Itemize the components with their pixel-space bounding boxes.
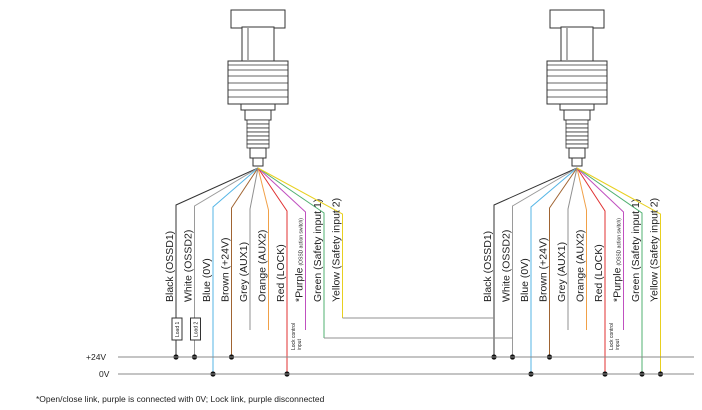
load-1-box (171, 317, 183, 341)
yellow-wire (257, 167, 343, 318)
cable-exit (571, 157, 583, 167)
zero-v-label: 0V (99, 369, 110, 379)
load-1: Load 1 (171, 317, 183, 341)
cable-gland (249, 147, 267, 159)
load-1-label: Load 1 (175, 321, 181, 337)
connector-thread (565, 131, 589, 137)
connector-thread (565, 123, 589, 129)
connector-thread (565, 135, 589, 141)
white-wire (194, 167, 259, 357)
sensor-body (227, 60, 289, 105)
right-safety-device: Black (OSSD1) White (OSSD2) Blue (0V) Brown… (482, 9, 664, 377)
connector-thread (565, 139, 589, 145)
left-safety-device: Black (OSSD1) White (OSSD2) Blue (0V) Brown… (164, 9, 343, 377)
connector-thread (246, 143, 270, 149)
purple-wire-sublabel: (OSSD action switch) (299, 218, 305, 266)
green-wire-label: Green (Safety input 1) (630, 199, 642, 302)
connector-nut (244, 109, 272, 121)
orange-wire-label: Orange (AUX2) (257, 230, 269, 302)
lock-control-note: input (297, 339, 303, 350)
connector-thread (246, 119, 270, 125)
green-wire (576, 167, 643, 374)
orange-wire (257, 167, 269, 330)
sensor-body (546, 60, 608, 105)
red-wire-label: Red (LOCK) (275, 244, 287, 302)
blue-wire (530, 167, 578, 374)
connector-flange (559, 103, 595, 111)
red-wire (576, 167, 606, 374)
footnote: *Open/close link, purple is connected wi… (36, 394, 325, 404)
connector-thread (565, 127, 589, 133)
black-wire (493, 167, 578, 357)
connector-thread (246, 131, 270, 137)
black-wire-label: Black (OSSD1) (164, 231, 176, 302)
brown-wire (231, 167, 259, 357)
load-2-label: Load 2 (194, 321, 200, 337)
green-wire-label: Green (Safety input 1) (312, 199, 324, 302)
grey-wire (249, 167, 259, 330)
orange-wire-label: Orange (AUX2) (575, 230, 587, 302)
black-wire-label: Black (OSSD1) (482, 231, 494, 302)
blue-wire (212, 167, 259, 374)
sensor-window (560, 26, 594, 62)
red-wire-label: Red (LOCK) (593, 244, 605, 302)
brown-wire-label: Brown (+24V) (538, 238, 550, 303)
load-2-box (190, 317, 201, 341)
orange-wire (576, 167, 587, 330)
sensor-window (241, 26, 275, 62)
grey-wire (567, 167, 578, 330)
cable-exit (252, 157, 264, 167)
yellow-wire-label: Yellow (Safety input 2) (649, 198, 661, 302)
black-wire (175, 167, 259, 357)
connector-thread (565, 143, 589, 149)
blue-wire-label: Blue (0V) (519, 258, 531, 302)
white-wire-label: White (OSSD2) (183, 230, 195, 302)
lock-control-note: Lock control (291, 323, 297, 350)
white-wire-label: White (OSSD2) (501, 230, 513, 302)
safety-input-cross-link (324, 317, 513, 339)
red-wire (257, 167, 288, 374)
lock-control-note: input (615, 339, 621, 350)
connector-flange (240, 103, 276, 111)
cable-gland (568, 147, 586, 159)
yellow-wire (576, 167, 661, 374)
plus24v-label: +24V (86, 352, 106, 362)
connector-thread (246, 139, 270, 145)
connector-nut (563, 109, 591, 121)
load-2: Load 2 (190, 317, 201, 341)
purple-wire (257, 167, 306, 330)
purple-wire (576, 167, 624, 330)
grey-wire-label: Grey (AUX1) (556, 242, 568, 302)
white-wire (512, 167, 578, 357)
purple-wire-label: *Purple (612, 267, 624, 302)
sensor-head (549, 9, 605, 29)
green-wire (257, 167, 325, 338)
yellow-wire-label: Yellow (Safety input 2) (331, 198, 343, 302)
connector-thread (565, 119, 589, 125)
connector-thread (246, 123, 270, 129)
connector-thread (246, 127, 270, 133)
grey-wire-label: Grey (AUX1) (238, 242, 250, 302)
brown-wire-label: Brown (+24V) (220, 238, 232, 303)
blue-wire-label: Blue (0V) (201, 258, 213, 302)
purple-wire-label: *Purple (294, 267, 306, 302)
lock-control-note: Lock control (609, 323, 615, 350)
connector-thread (246, 135, 270, 141)
sensor-head (230, 9, 286, 29)
power-rails: +24V 0V (86, 352, 694, 379)
brown-wire (549, 167, 578, 357)
purple-wire-sublabel: (OSSD action switch) (617, 218, 623, 266)
